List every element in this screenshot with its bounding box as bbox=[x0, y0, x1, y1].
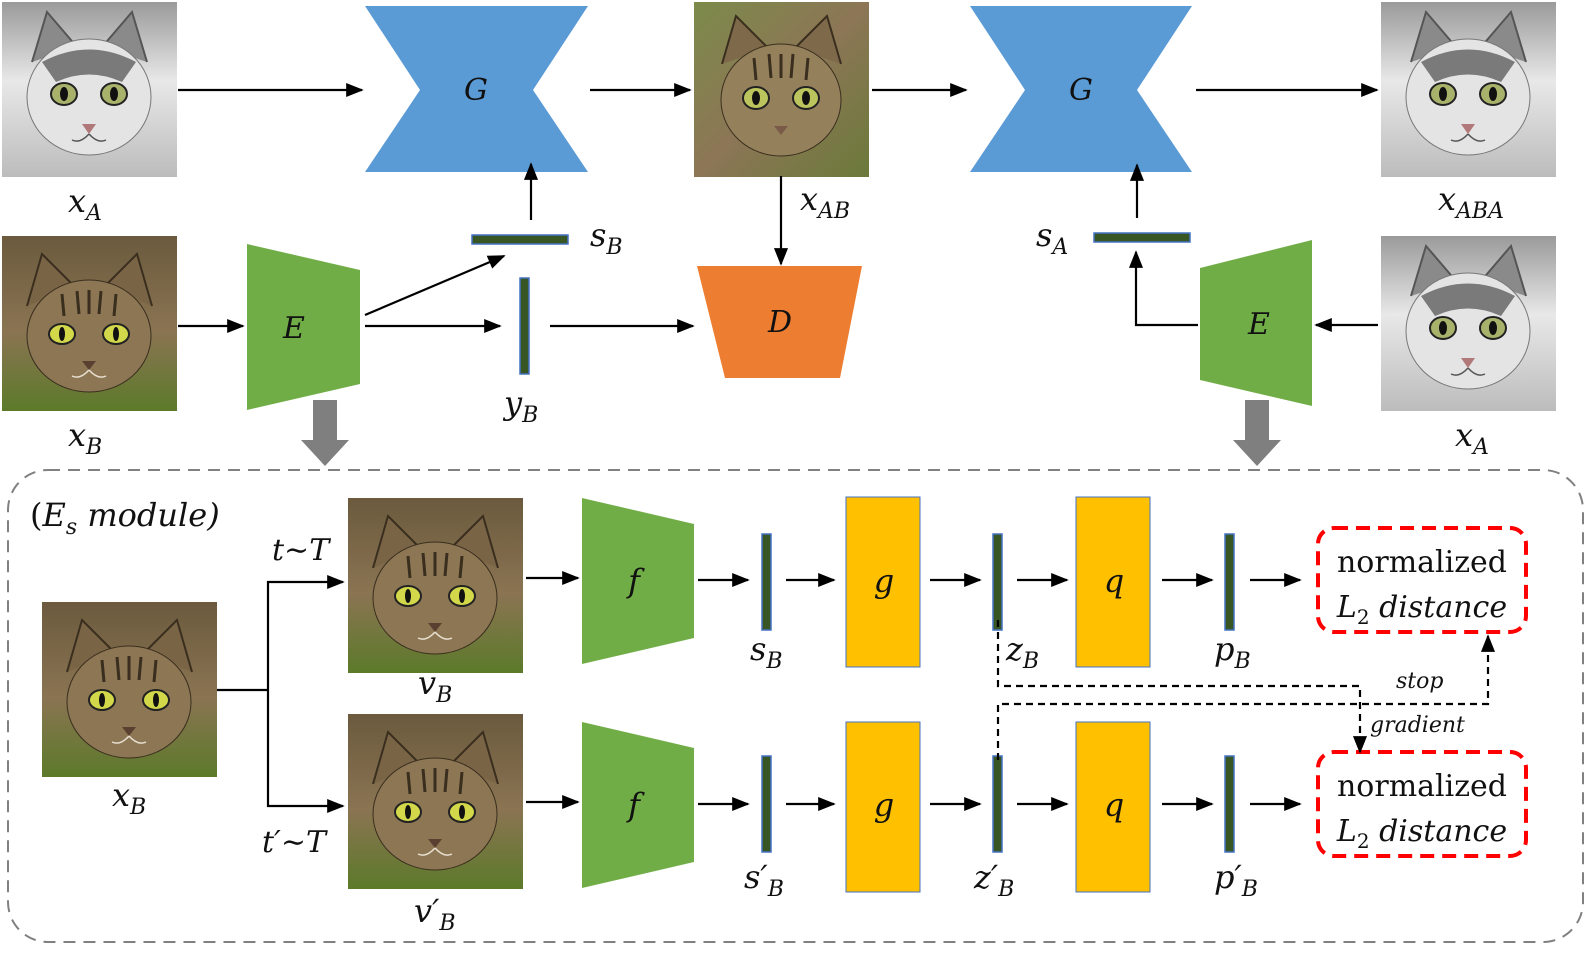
encoder-e-left bbox=[247, 244, 360, 410]
label-s-b-prime: s′B bbox=[744, 858, 784, 902]
loss-bottom-line2: L2 distance bbox=[1336, 814, 1507, 853]
label-y-b: yB bbox=[502, 384, 538, 428]
module-arrows bbox=[217, 570, 1302, 814]
label-x-aba: xABA bbox=[1438, 180, 1504, 224]
vector-s-a bbox=[1093, 232, 1191, 243]
encoder-f-top bbox=[582, 498, 694, 664]
encoder-f-bottom bbox=[582, 722, 694, 888]
projector-g-top bbox=[845, 496, 921, 668]
loss-top-line1: normalized bbox=[1337, 545, 1507, 580]
label-g-right: G bbox=[1069, 73, 1093, 108]
label-t-prime: t′∼T bbox=[262, 825, 328, 860]
image-v-b bbox=[346, 496, 525, 675]
label-p-b: pB bbox=[1214, 630, 1251, 674]
label-v-b: vB bbox=[418, 664, 452, 708]
projector-g-bottom bbox=[845, 721, 921, 893]
image-x-b bbox=[0, 234, 179, 413]
image-x-a-right bbox=[1380, 235, 1557, 412]
label-s-a: sA bbox=[1036, 216, 1068, 260]
label-e-right: E bbox=[1247, 307, 1270, 342]
discriminator-d bbox=[697, 266, 862, 378]
label-x-ab: xAB bbox=[800, 180, 850, 224]
label-s-b-module: sB bbox=[750, 630, 783, 674]
label-q-top: q bbox=[1104, 562, 1124, 600]
label-p-b-prime: p′B bbox=[1214, 858, 1258, 902]
label-s-b: sB bbox=[590, 216, 623, 260]
module-title: (Es module) bbox=[30, 496, 220, 540]
top-arrows bbox=[178, 82, 1379, 334]
vector-p-b bbox=[1224, 533, 1235, 631]
big-arrow-left bbox=[301, 400, 349, 466]
label-e-left: E bbox=[282, 311, 305, 346]
vector-s-b-module bbox=[761, 533, 772, 631]
label-g-bottom: g bbox=[874, 786, 894, 824]
stop-gradient-paths bbox=[996, 620, 1496, 760]
label-q-bottom: q bbox=[1104, 786, 1124, 824]
encoder-e-right bbox=[1200, 240, 1312, 406]
label-x-a: xA bbox=[68, 182, 102, 226]
image-x-a bbox=[1, 1, 178, 178]
vector-y-b bbox=[519, 277, 530, 375]
label-d: D bbox=[767, 305, 792, 340]
label-stop: stop bbox=[1396, 669, 1443, 694]
predictor-q-bottom bbox=[1075, 721, 1151, 893]
vector-s-b bbox=[471, 234, 569, 245]
label-z-b-prime: z′B bbox=[973, 858, 1014, 902]
label-z-b: zB bbox=[1005, 630, 1039, 674]
label-v-b-prime: v′B bbox=[414, 892, 456, 936]
loss-top-line2: L2 distance bbox=[1336, 590, 1507, 629]
vector-p-b-prime bbox=[1224, 755, 1235, 853]
image-x-aba bbox=[1380, 1, 1557, 178]
label-t: t∼T bbox=[272, 533, 331, 568]
loss-bottom-line1: normalized bbox=[1337, 769, 1507, 804]
module-border bbox=[7, 469, 1584, 943]
predictor-q-top bbox=[1075, 496, 1151, 668]
image-module-x-b bbox=[40, 600, 219, 779]
vector-z-b bbox=[992, 533, 1003, 631]
label-module-x-b: xB bbox=[112, 776, 146, 820]
label-x-a-right: xA bbox=[1455, 416, 1489, 460]
image-x-ab bbox=[692, 0, 871, 179]
label-gradient: gradient bbox=[1370, 713, 1465, 738]
big-arrow-right bbox=[1233, 400, 1281, 466]
generator-g-left bbox=[365, 6, 588, 172]
label-g-top: g bbox=[874, 562, 894, 600]
loss-box-bottom bbox=[1316, 750, 1528, 858]
label-x-b: xB bbox=[68, 416, 102, 460]
vector-s-b-prime bbox=[761, 755, 772, 853]
generator-g-right bbox=[970, 6, 1192, 172]
vector-z-b-prime bbox=[992, 755, 1003, 853]
label-g-left: G bbox=[464, 73, 488, 108]
image-v-b-prime bbox=[346, 712, 525, 891]
loss-box-top bbox=[1316, 526, 1528, 634]
